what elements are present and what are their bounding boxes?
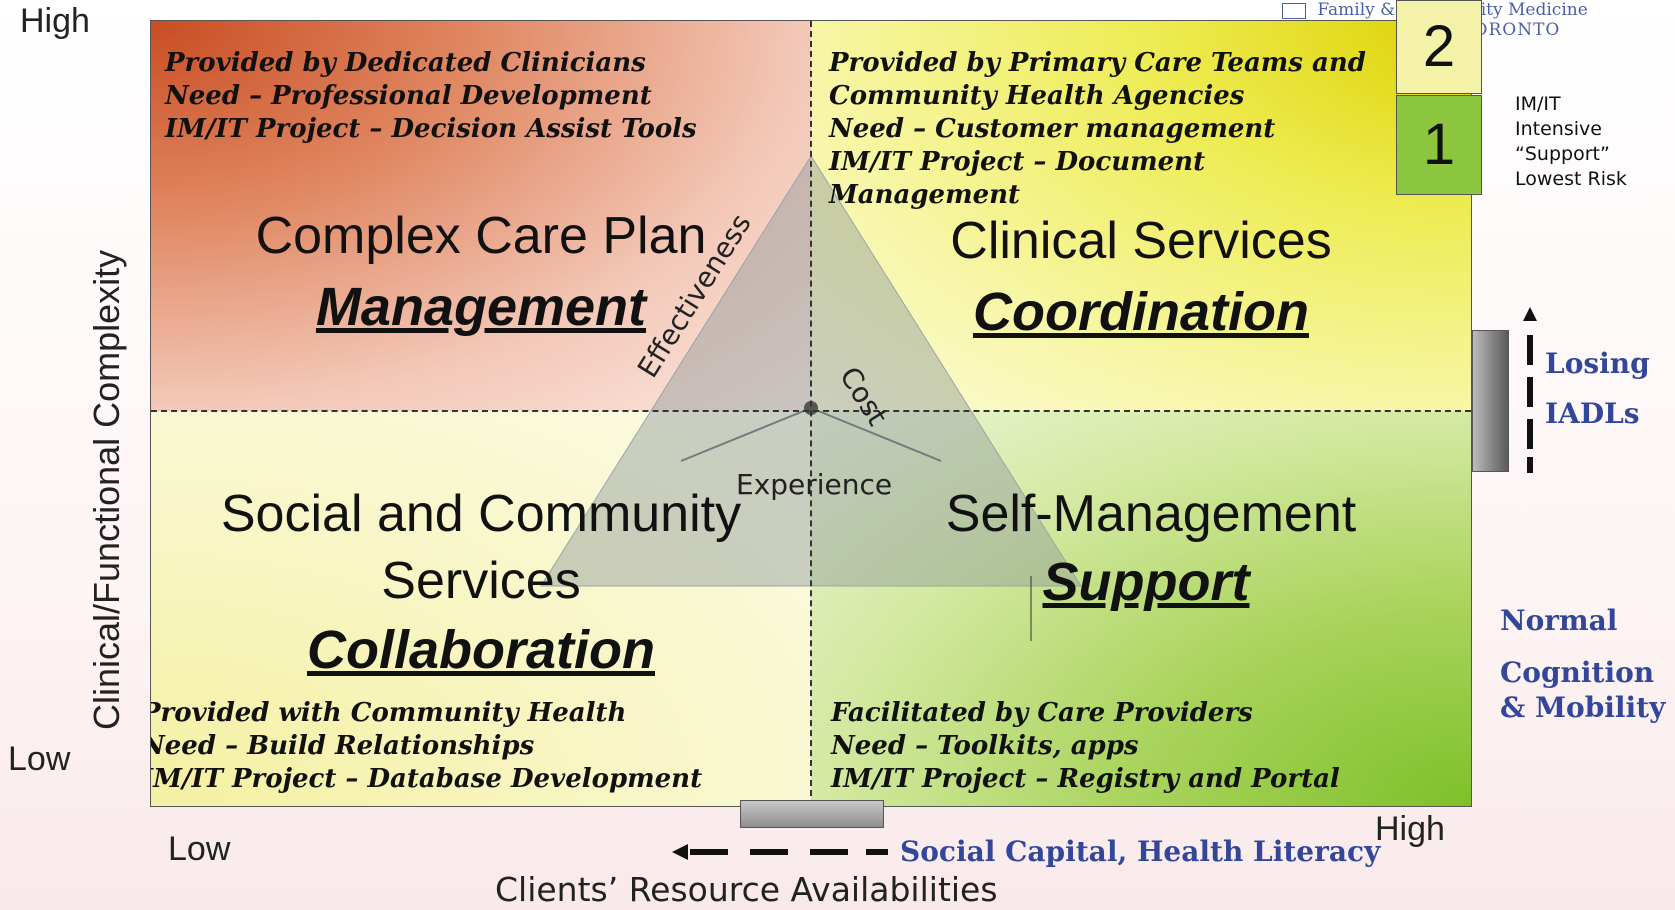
quadrant-bottom-left: [151, 411, 811, 806]
arrow-dash: [1527, 377, 1533, 407]
quadrant-top-left: [151, 21, 811, 411]
arrow-dash: [750, 849, 788, 855]
normal-label-2: Cognition: [1500, 656, 1655, 689]
risk-line: “Support”: [1515, 143, 1610, 165]
risk-legend-text: IM/IT Intensive “Support” Lowest Risk: [1515, 92, 1627, 192]
top-right-subtitle: Coordination: [973, 282, 1309, 342]
normal-label-1: Normal: [1500, 604, 1618, 637]
bottom-right-subtitle: Support: [1042, 552, 1250, 612]
crest-icon: [1282, 2, 1306, 19]
note-line: Need – Toolkits, apps: [831, 731, 1139, 761]
risk-line: IM/IT: [1515, 93, 1561, 115]
note-line: IM/IT Project – Document: [829, 147, 1206, 177]
top-left-title: Complex Care Plan: [255, 207, 707, 265]
top-left-notes: Provided by Dedicated Clinicians Need – …: [165, 47, 697, 146]
note-line: Provided by Primary Care Teams and: [829, 48, 1366, 78]
right-gray-bar: [1472, 330, 1509, 472]
bottom-left-subtitle: Collaboration: [307, 620, 655, 680]
top-left-subtitle: Management: [315, 277, 647, 337]
note-line: Management: [829, 180, 1021, 210]
note-line: Need – Build Relationships: [150, 731, 535, 761]
quadrant-plot: Provided by Dedicated Clinicians Need – …: [150, 20, 1472, 807]
note-line: IM/IT Project – Database Development: [150, 764, 703, 794]
vertical-divider: [810, 21, 812, 806]
left-arrow-head: [672, 844, 688, 860]
y-axis-low-label: Low: [8, 740, 71, 778]
arrow-dash: [690, 849, 728, 855]
horizontal-divider: [151, 410, 1471, 412]
arrow-dash: [866, 849, 888, 855]
note-line: Community Health Agencies: [829, 81, 1245, 111]
note-line: IM/IT Project – Registry and Portal: [831, 764, 1340, 794]
losing-label-1: Losing: [1545, 347, 1650, 380]
bottom-right-title: Self-Management: [945, 485, 1357, 543]
x-axis-high-label: High: [1375, 810, 1445, 848]
y-axis-high-label: High: [20, 2, 90, 40]
logo-text-right: ity Medicine: [1480, 0, 1588, 20]
risk-box-2: 2: [1396, 0, 1482, 94]
bottom-left-title-line2: Services: [381, 552, 581, 610]
top-right-notes: Provided by Primary Care Teams and Commu…: [829, 47, 1366, 212]
top-right-title: Clinical Services: [950, 212, 1332, 270]
bottom-gray-bar: [740, 800, 884, 828]
risk-box-1: 1: [1396, 95, 1482, 195]
vertical-up-arrow: [1523, 307, 1537, 473]
up-arrow-head: [1523, 307, 1537, 321]
y-axis-title: Clinical/Functional Complexity: [86, 249, 127, 730]
risk-line: Lowest Risk: [1515, 168, 1627, 190]
triangle-spoke-left: [680, 407, 812, 462]
quadrant-bottom-right: [811, 411, 1471, 806]
losing-label-2: IADLs: [1545, 397, 1640, 430]
note-line: Provided with Community Health: [150, 698, 627, 728]
x-axis-title: Clients’ Resource Availabilities: [495, 870, 998, 909]
logo-text-left: Family &: [1317, 0, 1396, 20]
note-line: Need – Customer management: [829, 114, 1276, 144]
arrow-dash: [1527, 335, 1533, 365]
note-line: Provided by Dedicated Clinicians: [165, 48, 646, 78]
note-line: Need – Professional Development: [165, 81, 652, 111]
note-line: IM/IT Project – Decision Assist Tools: [165, 114, 697, 144]
triangle-label-experience: Experience: [736, 468, 893, 501]
normal-label-3: & Mobility: [1500, 691, 1666, 724]
bottom-left-title-line1: Social and Community: [220, 485, 742, 543]
social-capital-label: Social Capital, Health Literacy: [900, 835, 1381, 868]
arrow-dash: [1527, 419, 1533, 449]
university-logo: Family & ity Medicine: [1282, 0, 1588, 20]
note-line: Facilitated by Care Providers: [831, 698, 1253, 728]
horizontal-left-arrow: [672, 844, 888, 860]
triangle-spoke-right: [810, 407, 942, 462]
bottom-right-notes: Facilitated by Care Providers Need – Too…: [831, 697, 1340, 796]
arrow-dash: [1527, 457, 1533, 473]
bottom-left-notes: Provided with Community Health Need – Bu…: [150, 697, 703, 796]
arrow-dash: [810, 849, 848, 855]
risk-line: Intensive: [1515, 118, 1602, 140]
x-axis-low-label: Low: [168, 830, 231, 868]
quadrant-top-right: [811, 21, 1471, 411]
